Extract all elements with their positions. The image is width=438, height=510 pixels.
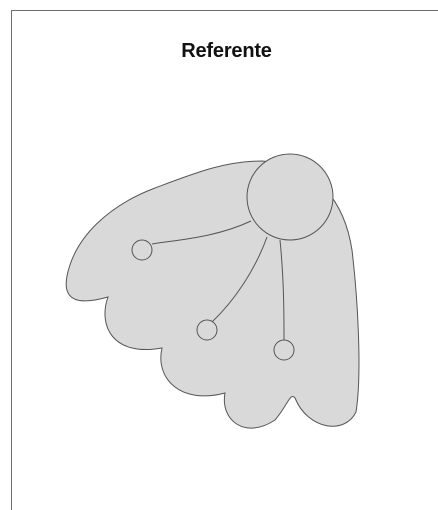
node-circle-left [132, 240, 152, 260]
node-circle-middle [197, 320, 217, 340]
node-circle-right [274, 340, 294, 360]
top-node-circle [247, 154, 333, 240]
